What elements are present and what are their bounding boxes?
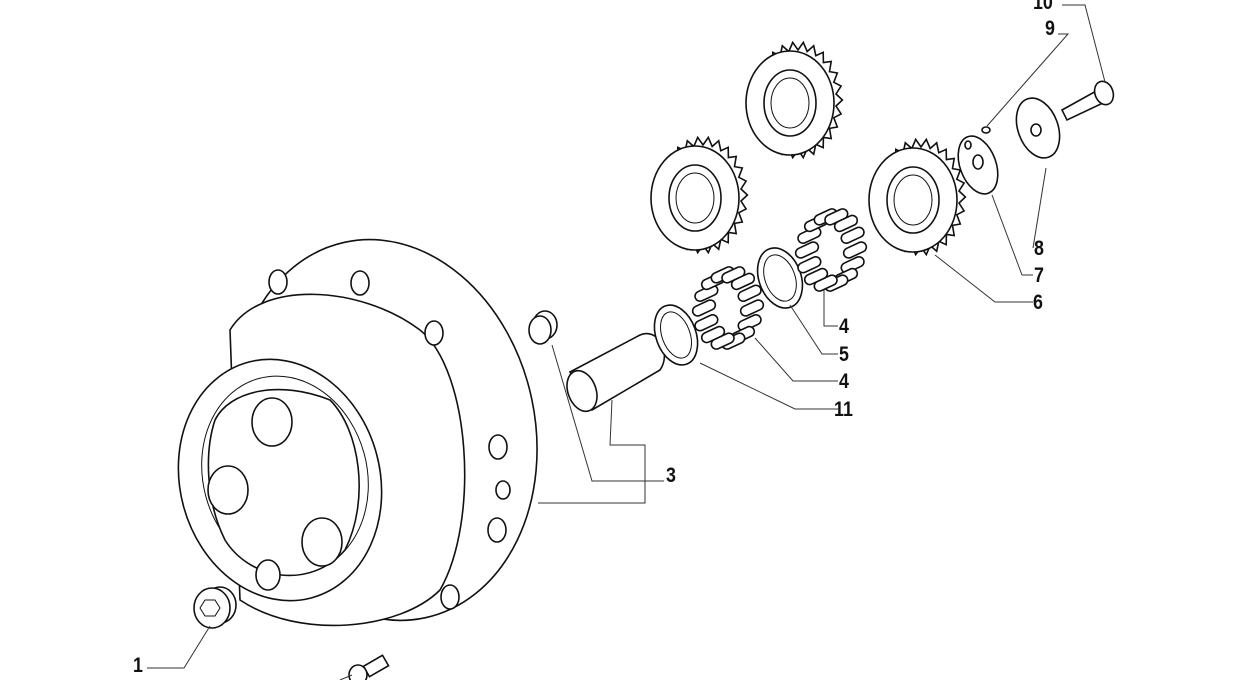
- bolt: [1060, 80, 1115, 122]
- needle-bearings: [691, 208, 868, 350]
- callout-5: 5: [839, 343, 849, 366]
- callout-4-lower: 4: [839, 370, 849, 393]
- callout-11: 11: [834, 398, 853, 421]
- callout-7: 7: [1034, 264, 1044, 287]
- needle-bearing: [794, 208, 868, 292]
- planet-gear: [650, 135, 749, 255]
- washer: [1015, 97, 1061, 159]
- drain-plug: [193, 586, 237, 629]
- leader-lines: [147, 4, 1106, 680]
- callout-10: 10: [1033, 0, 1053, 14]
- planet-gear: [745, 40, 844, 160]
- callout-3: 3: [666, 464, 676, 487]
- planet-gear: [868, 137, 967, 257]
- planetary-hub-housing: [177, 238, 538, 627]
- callout-6: 6: [1033, 291, 1043, 314]
- retaining-plate: [957, 126, 999, 195]
- screw-bottom: [348, 654, 390, 680]
- callout-4-upper: 4: [839, 315, 849, 338]
- callout-9: 9: [1045, 17, 1055, 40]
- planet-gears: [650, 40, 967, 257]
- thrust-washers: [653, 247, 804, 366]
- planet-pin: [528, 310, 666, 413]
- callout-8: 8: [1034, 237, 1044, 260]
- needle-bearing: [691, 266, 765, 350]
- callout-1: 1: [133, 654, 143, 677]
